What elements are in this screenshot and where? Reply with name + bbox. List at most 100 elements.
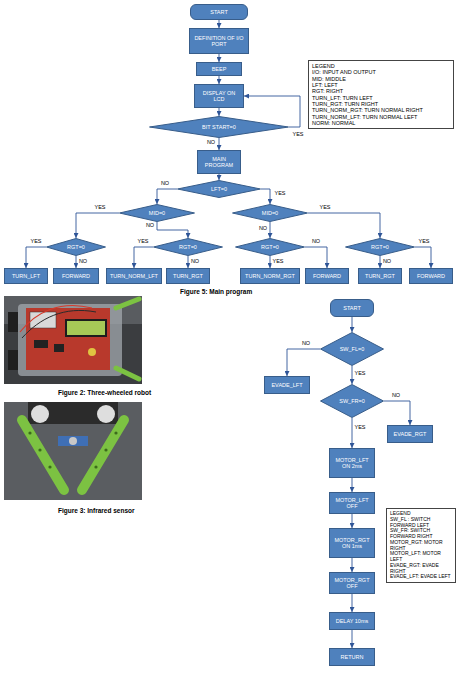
- sensor-arm: [116, 299, 139, 308]
- connector: [352, 630, 353, 648]
- circuit-board: [26, 308, 110, 370]
- node-text: MOTOR_LFT ON 2ms: [332, 457, 372, 470]
- legend-row: SW_FR: SWITCH FORWARD RIGHT: [390, 528, 452, 540]
- legend-row: NORM: NORMAL: [312, 120, 450, 126]
- legend-text: NORM: NORMAL: [312, 120, 355, 126]
- node-text: DEFINITION OF I/O PORT: [192, 35, 246, 48]
- diamond-shape: [47, 239, 106, 256]
- node-text: SW_FL=0: [340, 346, 365, 352]
- edge-label: YES: [318, 205, 331, 211]
- legend-row: EVADE_RGT: EVADE RIGHT: [390, 563, 452, 575]
- lcd-screen: [66, 320, 106, 336]
- edge-label: NO: [190, 259, 200, 265]
- legend-box: LEGENDI/O: INPUT AND OUTPUTMID: MIDDLELF…: [308, 60, 454, 129]
- node-text: MOTOR_RGT ON 1ms: [332, 537, 372, 550]
- legend-title: LEGEND: [312, 63, 450, 69]
- wire: [22, 310, 96, 338]
- process-box: TURN_RGT: [358, 268, 402, 284]
- legend-box: LEGENDSW_FL : SWITCH FORWARD LEFTSW_FR: …: [386, 508, 456, 583]
- connector: [219, 54, 220, 62]
- sensor-photo: [4, 402, 142, 500]
- robot-photo: [4, 296, 142, 384]
- decision-diamond: RGT=0: [235, 238, 305, 256]
- connector: [157, 189, 177, 204]
- connector: [76, 213, 119, 238]
- node-text: EVADE_RGT: [394, 431, 427, 437]
- connector: [384, 401, 410, 425]
- diamond-shape: [150, 117, 289, 138]
- wheel: [8, 312, 18, 332]
- diamond-shape: [120, 205, 195, 222]
- legend-text: I/O: INPUT AND OUTPUT: [312, 69, 376, 75]
- arm-hole: [38, 448, 41, 451]
- connector: [188, 256, 189, 268]
- photo-ground: [4, 296, 142, 384]
- terminal-box: START: [330, 299, 374, 317]
- connector: [219, 174, 220, 180]
- legend-text: EVADE_LFT: EVADE LEFT: [390, 573, 451, 579]
- photo-ground: [4, 402, 142, 500]
- edge-label: YES: [291, 132, 304, 138]
- node-text: START: [343, 305, 361, 311]
- node-text: BEEP: [212, 66, 227, 72]
- node-text: EVADE_LFT: [271, 382, 302, 388]
- edge-label: NO: [206, 140, 216, 146]
- sensor-mount: [58, 436, 88, 446]
- edge-label: YES: [29, 239, 42, 245]
- connector: [352, 418, 353, 448]
- diamond-shape: [346, 239, 415, 256]
- process-box: EVADE_LFT: [264, 376, 310, 394]
- decision-diamond: LFT=0: [177, 180, 261, 198]
- node-text: RGT=0: [67, 244, 85, 250]
- process-box: FORWARD: [409, 268, 453, 284]
- edge-label: YES: [353, 371, 366, 377]
- node-text: TURN_RGT: [173, 273, 203, 279]
- connector: [219, 108, 220, 116]
- process-box: DISPLAY ON LCD: [194, 84, 244, 108]
- legend-row: LFT: LEFT: [312, 82, 450, 88]
- process-box: MOTOR_LFT ON 2ms: [329, 448, 375, 478]
- decision-diamond: BIT START=0: [149, 116, 289, 138]
- node-text: START: [210, 9, 228, 15]
- process-box: MAIN PROGRAM: [197, 150, 241, 174]
- node-text: FORWARD: [62, 273, 90, 279]
- legend-text: LFT: LEFT: [312, 82, 338, 88]
- edge-label: NO: [78, 259, 88, 265]
- decision-diamond: MID=0: [232, 204, 308, 222]
- decision-diamond: MID=0: [119, 204, 195, 222]
- legend-row: TURN_RGT: TURN RIGHT: [312, 101, 450, 107]
- legend-row: TURN_NORM_LFT: TURN NORMAL LEFT: [312, 114, 450, 120]
- edge-label: NO: [382, 259, 392, 265]
- connector: [134, 247, 153, 268]
- process-box: FORWARD: [53, 268, 99, 284]
- connector: [261, 189, 270, 204]
- legend-text: SW_FR: SWITCH FORWARD RIGHT: [390, 527, 433, 539]
- diamond-shape: [321, 333, 384, 366]
- connector: [352, 366, 353, 384]
- process-box: TURN_NORM_LFT: [106, 268, 162, 284]
- terminal-box: START: [190, 4, 248, 20]
- connector: [305, 247, 327, 268]
- sensor-arm: [22, 420, 64, 490]
- edge-label: YES: [136, 239, 149, 245]
- node-text: TURN_NORM_LFT: [110, 273, 158, 279]
- connector: [270, 256, 271, 268]
- process-box: TURN_RGT: [166, 268, 210, 284]
- legend-text: EVADE_RGT: EVADE RIGHT: [390, 562, 439, 574]
- node-text: MID=0: [262, 210, 278, 216]
- legend-text: TURN_NORM_LFT: TURN NORMAL LEFT: [312, 114, 417, 120]
- connector: [352, 317, 353, 332]
- infrared-sensor: [69, 437, 77, 445]
- decision-diamond: RGT=0: [46, 238, 106, 256]
- node-text: TURN_NORM_RGT: [245, 273, 295, 279]
- process-box: TURN_NORM_RGT: [240, 268, 300, 284]
- decision-diamond: RGT=0: [345, 238, 415, 256]
- arm-hole: [104, 448, 107, 451]
- node-text: RGT=0: [371, 244, 389, 250]
- edge-label: YES: [271, 259, 284, 265]
- sensor-arm: [82, 420, 124, 490]
- node-text: TURN_RGT: [365, 273, 395, 279]
- edge-label: NO: [145, 223, 155, 229]
- connector: [219, 76, 220, 84]
- connector: [287, 349, 320, 376]
